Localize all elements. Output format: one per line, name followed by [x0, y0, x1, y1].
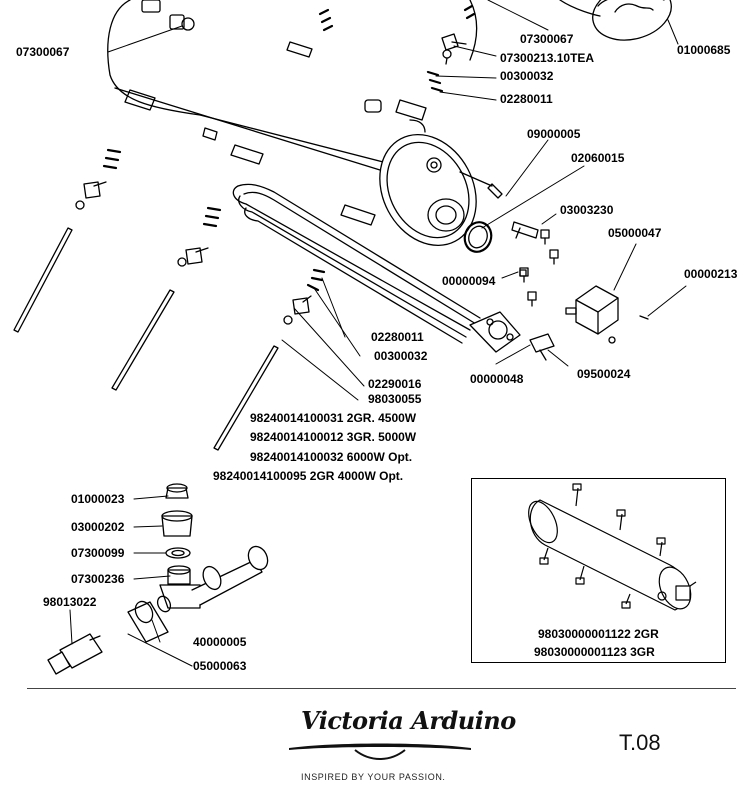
part-label-07300213-10tea: 07300213.10TEA	[500, 51, 595, 65]
flange-gasket-probe	[459, 171, 539, 253]
brand-logo: Victoria Arduino	[301, 706, 516, 735]
inset-label-3gr: 98030000001123 3GR	[534, 645, 655, 659]
inset-label-2gr: 98030000001122 2GR	[538, 627, 659, 641]
part-label-01000023: 01000023	[71, 492, 125, 506]
part-label-element-2gr-4500w: 98240014100031 2GR. 4500W	[250, 411, 417, 425]
part-label-07300067-right: 07300067	[520, 32, 574, 46]
valve-top	[441, 33, 467, 65]
part-label-09000005: 09000005	[527, 127, 581, 141]
part-label-03000202: 03000202	[71, 520, 125, 534]
part-label-00000048: 00000048	[470, 372, 524, 386]
inset-boiler-panel	[471, 478, 726, 663]
safety-thermostat	[565, 285, 649, 344]
valve-tube-middle	[111, 247, 209, 391]
part-label-00300032-top: 00300032	[500, 69, 554, 83]
part-label-00000094: 00000094	[442, 274, 496, 288]
part-label-01000685: 01000685	[677, 43, 731, 57]
part-label-00300032-lower: 00300032	[374, 349, 428, 363]
part-label-07300067-left: 07300067	[16, 45, 70, 59]
part-label-02290016: 02290016	[368, 377, 422, 391]
valve-tube-lower	[213, 295, 312, 451]
part-label-element-3gr-5000w: 98240014100012 3GR. 5000W	[250, 430, 417, 444]
part-label-40000005: 40000005	[193, 635, 247, 649]
brand-logo-underline	[289, 743, 471, 760]
part-label-02060015: 02060015	[571, 151, 625, 165]
boiler-body	[107, 0, 478, 247]
part-label-07300099: 07300099	[71, 546, 125, 560]
part-label-05000047: 05000047	[608, 226, 662, 240]
screws	[519, 229, 559, 307]
brand-tagline: INSPIRED BY YOUR PASSION.	[301, 772, 446, 782]
terminal-block	[529, 333, 555, 361]
end-cap	[559, 0, 672, 41]
table-number: T.08	[619, 730, 661, 755]
exploded-dashes	[102, 4, 476, 292]
part-label-element-2gr-4000w-opt: 98240014100095 2GR 4000W Opt.	[213, 469, 404, 483]
part-label-02280011-lower: 02280011	[371, 330, 424, 344]
part-label-07300236: 07300236	[71, 572, 125, 586]
part-label-98013022: 98013022	[43, 595, 97, 609]
valve-tube-left	[13, 181, 107, 333]
heating-element	[232, 183, 521, 353]
part-label-09500024: 09500024	[577, 367, 631, 381]
inset-boiler-drawing	[528, 483, 697, 611]
footer-divider	[27, 688, 736, 689]
part-label-05000063: 05000063	[193, 659, 247, 673]
part-label-02280011-top: 02280011	[500, 92, 553, 106]
part-label-03003230: 03003230	[560, 203, 614, 217]
part-label-98030055: 98030055	[368, 392, 422, 406]
part-label-element-6000w-opt: 98240014100032 6000W Opt.	[250, 450, 413, 464]
leader-lines	[69, 0, 687, 667]
part-label-00000213: 00000213	[684, 267, 738, 281]
group-valve-assembly	[47, 483, 269, 675]
